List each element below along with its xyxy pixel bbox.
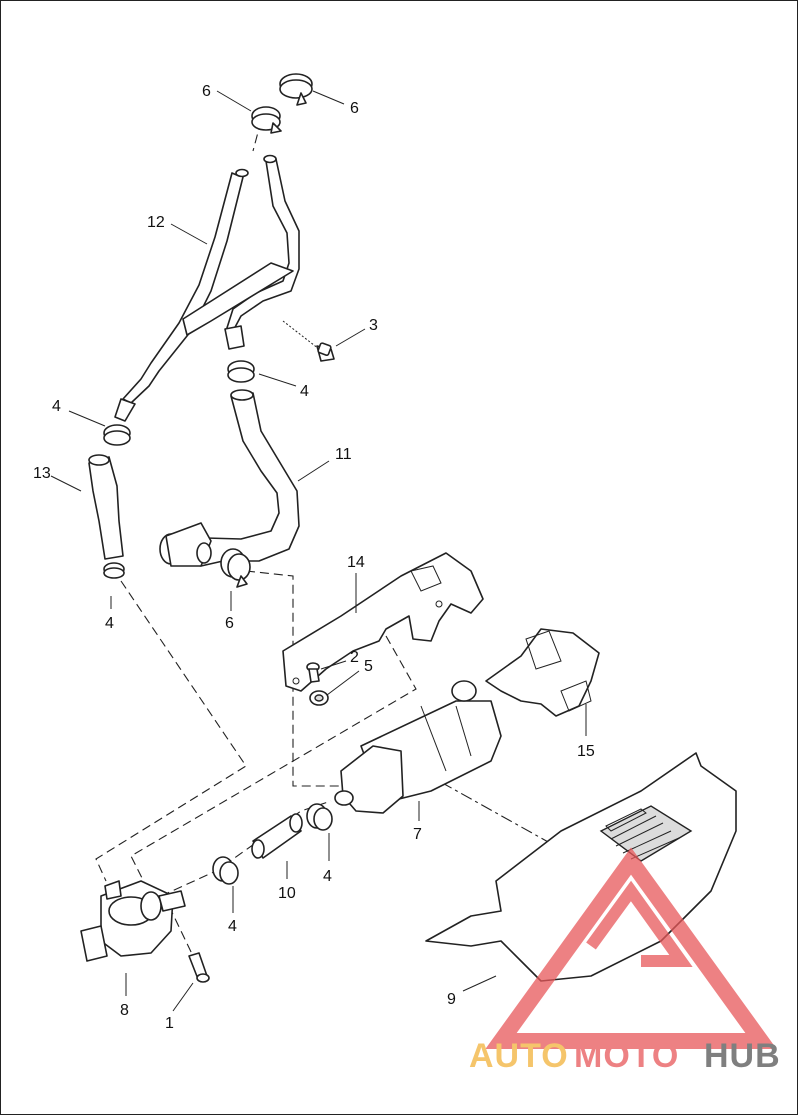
- callout-9: 9: [447, 991, 456, 1008]
- watermark-text-hub: HUB: [704, 1037, 781, 1075]
- hose-10: [251, 813, 303, 859]
- callout-8: 8: [120, 1002, 129, 1019]
- callout-10: 10: [278, 885, 296, 902]
- bolt-3: [316, 342, 335, 362]
- clamp-4-mid: [227, 360, 255, 383]
- clamp-4-lower: [212, 856, 239, 885]
- callout-11: 11: [335, 446, 352, 463]
- watermark-triangle-icon: [485, 847, 777, 1049]
- screw-2: [306, 662, 320, 683]
- clamp-6-mid: [220, 548, 251, 588]
- callout-labels: 6 6 12 3 4 4 13 11 4 6 14 2 5 15 7 4 10 …: [33, 83, 595, 1032]
- callout-15: 15: [577, 743, 595, 760]
- callout-2: 2: [350, 649, 359, 666]
- clamp-4-lower-left: [103, 562, 125, 579]
- callout-14: 14: [347, 554, 365, 571]
- bracket-14: [282, 552, 484, 692]
- clamp-6-upper-right: [279, 73, 313, 106]
- callout-7: 7: [413, 826, 422, 843]
- leader-lines: [50, 90, 587, 1012]
- coolant-pipe-12: [114, 154, 300, 422]
- callout-4: 4: [52, 398, 61, 415]
- watermark-text-moto: MOTO: [574, 1037, 679, 1075]
- bracket-15: [485, 628, 600, 717]
- callout-6: 6: [350, 100, 359, 117]
- callout-4: 4: [300, 383, 309, 400]
- hose-13: [88, 454, 124, 560]
- watermark-logo: AUTO MOTO HUB: [469, 847, 781, 1075]
- callout-12: 12: [147, 214, 165, 231]
- hose-11: [159, 389, 300, 567]
- callout-4: 4: [105, 615, 114, 632]
- callout-6: 6: [202, 83, 211, 100]
- callout-5: 5: [364, 658, 373, 675]
- clamp-6-upper-left: [251, 106, 282, 134]
- callout-6: 6: [225, 615, 234, 632]
- bolt-1: [188, 952, 210, 983]
- pump-motor-7: [334, 680, 502, 814]
- callout-3: 3: [369, 317, 378, 334]
- watermark-text-auto: AUTO: [469, 1037, 569, 1075]
- watermark-m-icon: [586, 880, 693, 967]
- callout-13: 13: [33, 465, 51, 482]
- callout-4: 4: [228, 918, 237, 935]
- callout-4: 4: [323, 868, 332, 885]
- clamp-4-pump: [306, 803, 333, 831]
- callout-1: 1: [165, 1015, 174, 1032]
- washer-5: [309, 690, 329, 706]
- auxiliary-pump-8: [80, 880, 186, 962]
- clamp-4-left: [103, 424, 131, 446]
